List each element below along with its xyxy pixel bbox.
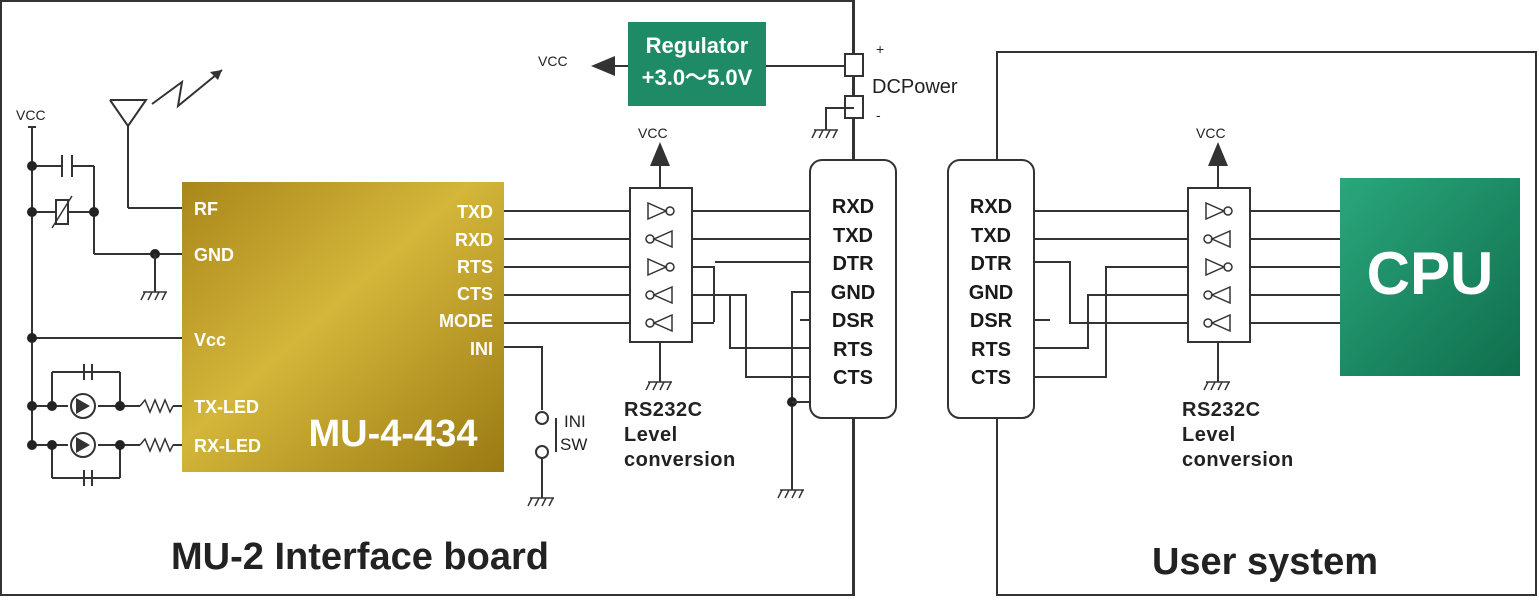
pin-tx-led: TX-LED [194,397,259,417]
pin-txd: TXD [457,202,493,222]
pin-rxd: RXD [455,230,493,250]
dc-plus-terminal [844,53,864,77]
level-right-line1: RS232C [1182,399,1261,421]
buffer-symbols-left [645,201,675,333]
vcc-label-level-left: VCC [638,125,668,141]
cpu-label: CPU [1367,240,1494,307]
ground-symbol-level-left [645,381,672,391]
ground-symbol-connector [777,489,804,499]
pin-rts: RTS [457,257,493,277]
dc-power-label: DCPower [872,76,958,98]
left-board-title: MU-2 Interface board [171,536,549,578]
conn-left-rxd: RXD [832,196,874,218]
conn-right-rts: RTS [971,339,1011,361]
pin-mode: MODE [439,311,493,331]
buffer-symbols-right [1203,201,1233,333]
level-right-line3: conversion [1182,449,1294,471]
ini-switch-label-1: INI [564,412,586,431]
module-name: MU-4-434 [309,413,478,455]
conn-right-gnd: GND [969,282,1013,304]
tx-led-icon [70,393,96,419]
ini-switch-contact-bottom [535,445,549,459]
regulator-box [628,22,766,106]
connector-right [947,159,1035,419]
conn-right-dsr: DSR [970,310,1013,332]
pin-ini: INI [470,339,493,359]
regulator-label: Regulator [646,33,749,58]
mu-4-434-module [182,182,504,472]
conn-right-txd: TXD [971,225,1011,247]
conn-right-cts: CTS [971,367,1011,389]
vcc-label-level-right: VCC [1196,125,1226,141]
cpu-block [1340,178,1520,376]
conn-left-cts: CTS [833,367,873,389]
right-board-title: User system [1152,541,1378,583]
conn-left-txd: TXD [833,225,873,247]
conn-left-rts: RTS [833,339,873,361]
rx-led-icon [70,432,96,458]
conn-right-rxd: RXD [970,196,1012,218]
ini-switch-contact-top [535,411,549,425]
vcc-label-regulator: VCC [538,53,568,69]
ground-symbol-dc [811,129,838,139]
pin-rx-led: RX-LED [194,436,261,456]
ground-symbol-module [140,291,167,301]
conn-right-dtr: DTR [970,253,1012,275]
regulator-voltage: +3.0～5.0V [642,65,753,90]
level-left-line1: RS232C [624,399,703,421]
radio-wave-icon [151,69,223,109]
pin-vcc: Vcc [194,330,226,350]
conn-left-gnd: GND [831,282,875,304]
level-right-line2: Level [1182,424,1236,446]
conn-left-dtr: DTR [832,253,874,275]
pin-gnd: GND [194,245,234,265]
ground-symbol-ini [527,497,554,507]
level-left-line3: conversion [624,449,736,471]
dc-plus-sign: + [876,41,884,57]
antenna-icon [109,99,148,128]
pin-rf: RF [194,199,218,219]
conn-left-dsr: DSR [832,310,875,332]
dc-minus-sign: - [876,107,881,123]
vcc-label-left: VCC [16,107,46,123]
pin-cts: CTS [457,284,493,304]
level-left-line2: Level [624,424,678,446]
ground-symbol-level-right [1203,381,1230,391]
ini-switch-label-2: SW [560,435,587,454]
